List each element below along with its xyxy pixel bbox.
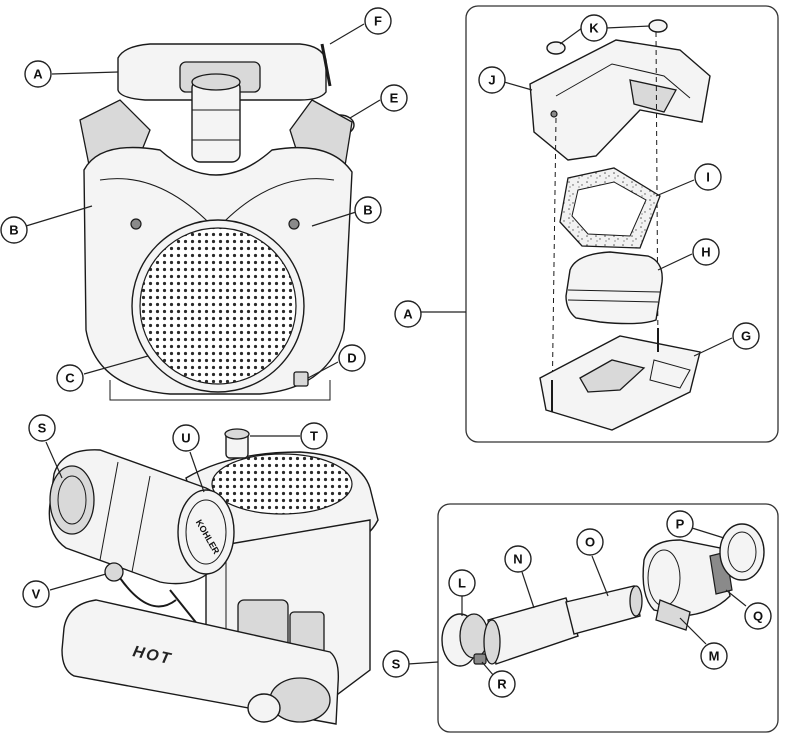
svg-text:S: S bbox=[392, 657, 401, 672]
heavy-duty-cleaner-exploded bbox=[441, 523, 765, 667]
callout-l: L bbox=[448, 569, 476, 616]
svg-text:Q: Q bbox=[753, 609, 763, 624]
svg-text:B: B bbox=[363, 203, 372, 218]
callout-n: N bbox=[504, 545, 535, 609]
callout-g: G bbox=[693, 322, 760, 357]
callout-v: V bbox=[22, 573, 107, 608]
svg-text:G: G bbox=[741, 329, 751, 344]
svg-text:K: K bbox=[589, 21, 599, 36]
svg-text:H: H bbox=[701, 245, 710, 260]
svg-text:V: V bbox=[32, 587, 41, 602]
callout-j: J bbox=[478, 66, 533, 94]
svg-text:C: C bbox=[65, 371, 75, 386]
svg-text:F: F bbox=[374, 14, 382, 29]
svg-text:N: N bbox=[513, 552, 522, 567]
callout-m: M bbox=[679, 617, 728, 670]
svg-text:D: D bbox=[347, 351, 356, 366]
svg-text:L: L bbox=[458, 576, 466, 591]
svg-text:A: A bbox=[33, 67, 43, 82]
callout-d: D bbox=[307, 344, 366, 379]
callout-p: P bbox=[666, 510, 725, 539]
svg-text:O: O bbox=[585, 535, 595, 550]
svg-text:S: S bbox=[38, 421, 47, 436]
svg-text:A: A bbox=[403, 307, 413, 322]
svg-text:J: J bbox=[488, 73, 495, 88]
air-cleaner-exploded bbox=[529, 19, 711, 431]
callout-b-left: B bbox=[0, 205, 93, 244]
svg-text:B: B bbox=[9, 223, 18, 238]
engine-isometric-view: KOHLER HOT bbox=[48, 428, 379, 725]
callout-s-panel: S bbox=[382, 650, 439, 678]
svg-text:P: P bbox=[676, 517, 685, 532]
callout-f: F bbox=[329, 7, 392, 45]
svg-text:M: M bbox=[709, 649, 720, 664]
callout-u: U bbox=[172, 424, 205, 493]
callout-q: Q bbox=[725, 589, 772, 630]
svg-text:E: E bbox=[390, 91, 399, 106]
callout-o: O bbox=[576, 528, 609, 597]
callout-h: H bbox=[657, 238, 720, 271]
callout-a-panel: A bbox=[394, 300, 466, 328]
callout-k: K bbox=[559, 14, 651, 45]
callout-c: C bbox=[56, 355, 149, 392]
callout-t: T bbox=[250, 422, 328, 450]
callout-s-engine: S bbox=[28, 414, 63, 479]
callout-b-right: B bbox=[311, 196, 382, 227]
callout-a-front: A bbox=[24, 60, 119, 88]
callout-r: R bbox=[481, 661, 516, 698]
callout-i: I bbox=[655, 163, 722, 197]
svg-text:I: I bbox=[706, 170, 710, 185]
svg-text:U: U bbox=[181, 431, 190, 446]
engine-front-view bbox=[79, 43, 355, 401]
callout-e: E bbox=[349, 84, 408, 119]
svg-text:T: T bbox=[310, 429, 318, 444]
svg-text:R: R bbox=[497, 677, 507, 692]
